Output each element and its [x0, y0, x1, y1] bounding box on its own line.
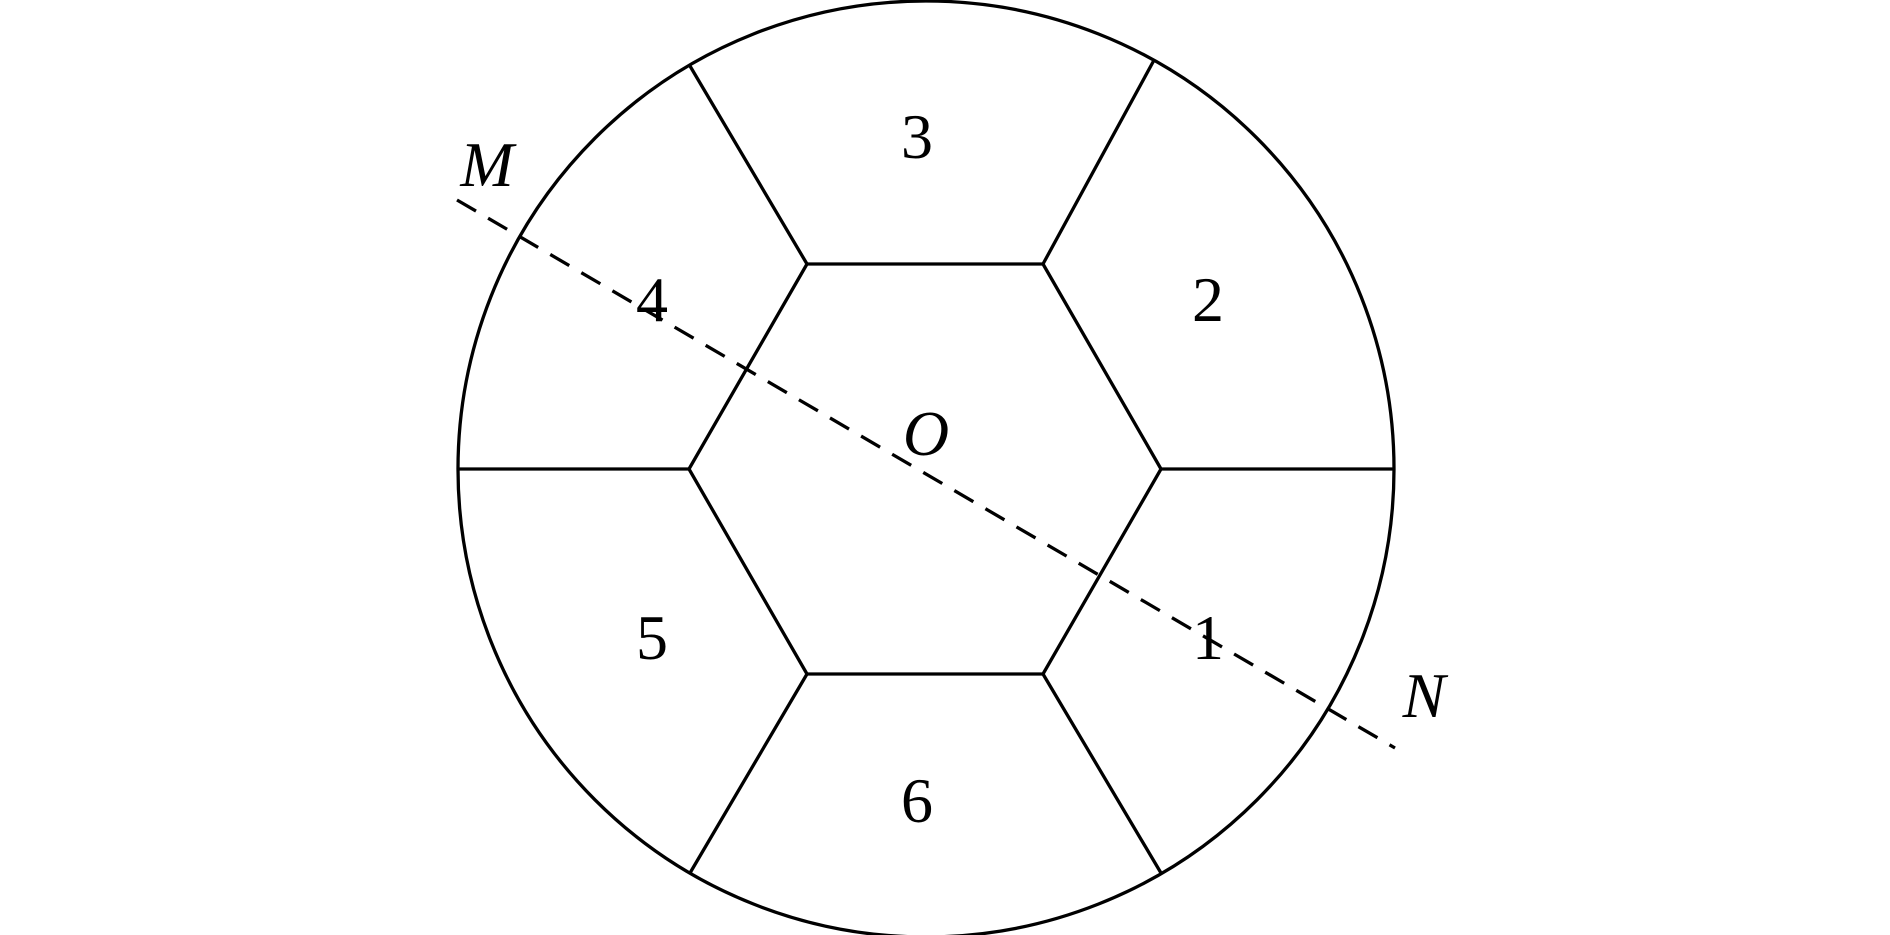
inner-hexagon — [687, 262, 1163, 676]
region-label-2: 2 — [1192, 264, 1224, 335]
divider-upper-left — [688, 64, 809, 266]
region-label-3: 3 — [901, 101, 933, 172]
dashed-line-mn — [456, 198, 1396, 750]
region-label-1: 1 — [1192, 602, 1224, 673]
divider-lower-right — [1041, 672, 1163, 875]
divider-lower-left — [688, 672, 809, 875]
endpoint-label-m: M — [459, 129, 517, 200]
divider-upper-right — [1041, 60, 1155, 266]
center-label-o: O — [903, 398, 949, 469]
outer-circle — [456, 0, 1396, 935]
region-label-4: 4 — [636, 264, 668, 335]
endpoint-label-n: N — [1402, 660, 1449, 731]
region-label-5: 5 — [636, 602, 668, 673]
region-label-6: 6 — [901, 765, 933, 836]
